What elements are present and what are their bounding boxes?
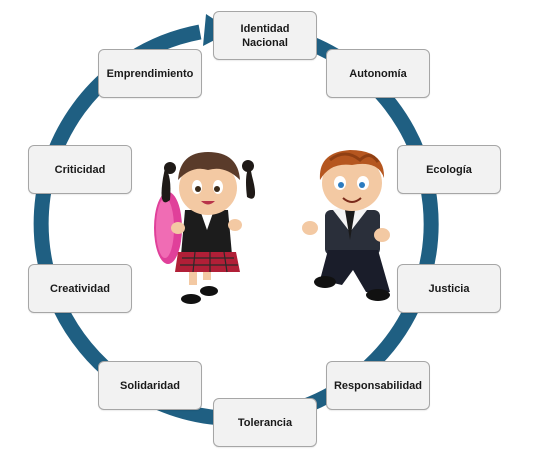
node-emprendimiento: Emprendimiento [98,49,202,98]
node-identidad: Identidad Nacional [213,11,317,60]
node-label: Solidaridad [120,379,180,392]
node-label: Tolerancia [237,416,293,429]
node-label: Autonomía [349,67,407,80]
node-tolerancia: Tolerancia [213,398,317,447]
node-criticidad: Criticidad [28,145,132,194]
node-responsabilidad: Responsabilidad [326,361,430,410]
node-label: Justicia [428,282,470,295]
node-ecologia: Ecología [397,145,501,194]
node-label: Ecología [426,163,472,176]
node-label: Criticidad [54,163,106,176]
node-label: Creatividad [50,282,110,295]
node-solidaridad: Solidaridad [98,361,202,410]
node-creatividad: Creatividad [28,264,132,313]
node-autonomia: Autonomía [326,49,430,98]
node-label: Emprendimiento [106,67,194,80]
node-justicia: Justicia [397,264,501,313]
node-label: Responsabilidad [333,379,423,392]
node-label: Identidad Nacional [240,22,290,49]
